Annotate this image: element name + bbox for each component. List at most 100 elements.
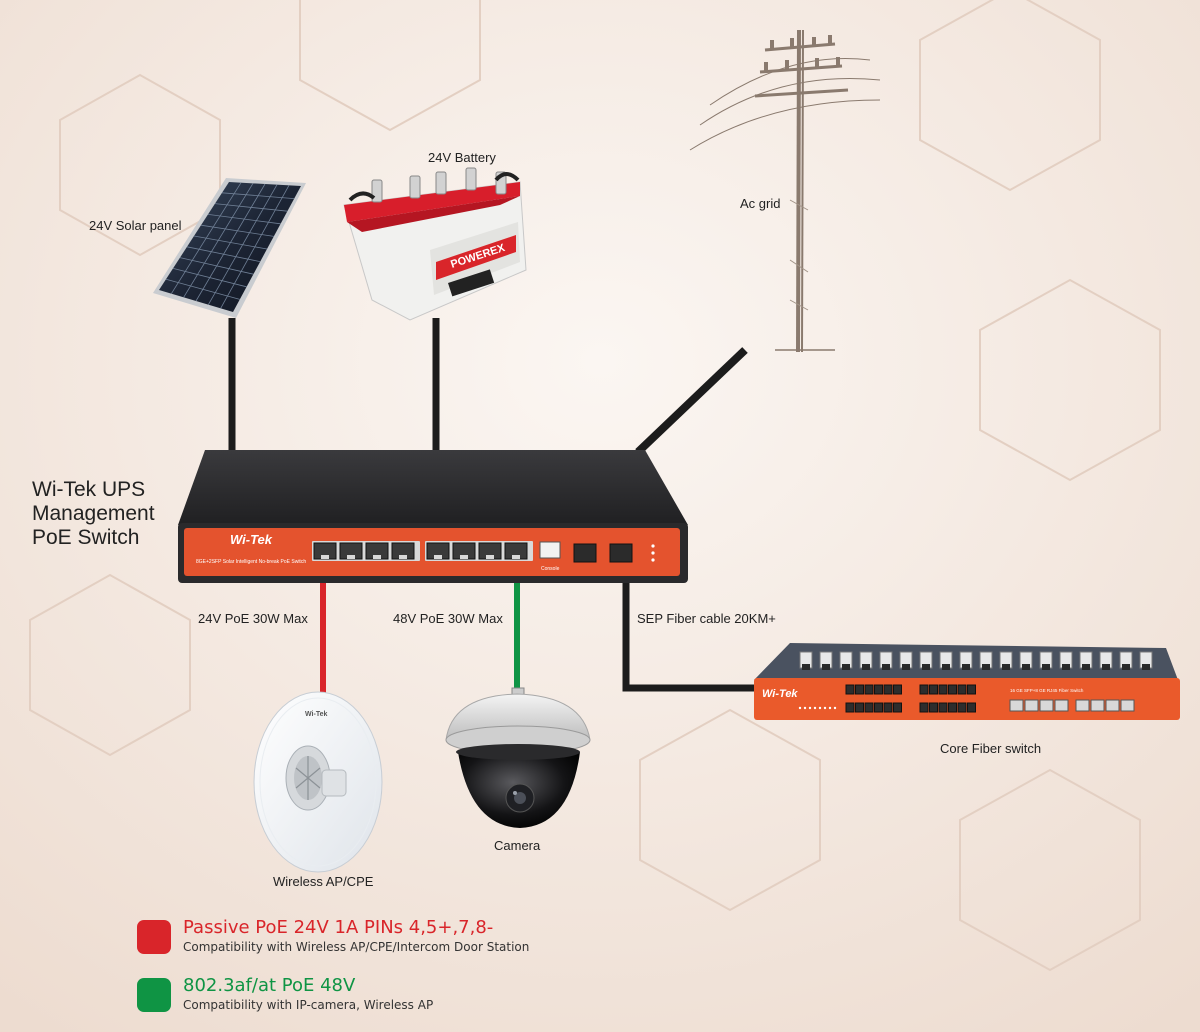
cables: [228, 318, 756, 695]
panel-grid-line: [165, 278, 240, 300]
status-led: [828, 706, 832, 710]
console-text: Console: [541, 566, 560, 572]
sfp-port: [893, 702, 902, 713]
sfp-module-base: [1122, 664, 1130, 670]
panel-grid-line: [214, 203, 288, 212]
sfp-module-base: [842, 664, 850, 670]
wireless-ap-label: Wireless AP/CPE: [273, 874, 374, 889]
core-fiber-switch: Wi-Tek 16 GE SFP+8 GE RJ45 Fiber Switch: [754, 643, 1180, 720]
legend-swatch-red: [137, 920, 171, 954]
port-latch: [399, 555, 407, 559]
poe-24v-label: 24V PoE 30W Max: [198, 611, 308, 626]
sfp-module-base: [1082, 664, 1090, 670]
sfp-module-base: [942, 664, 950, 670]
status-led: [833, 706, 837, 710]
ac-grid-cable: [635, 347, 748, 455]
sfp-port: [967, 702, 976, 713]
sfp-module-base: [1042, 664, 1050, 670]
sfp-module-base: [802, 664, 810, 670]
legend-swatch-green: [137, 978, 171, 1012]
sfp-port: [948, 684, 957, 695]
fiber-cable: [622, 562, 756, 692]
rj45-port: [1120, 699, 1135, 712]
switch-brand-text: Wi-Tek: [230, 532, 273, 547]
sfp-port: [957, 702, 967, 713]
sfp-module-base: [982, 664, 990, 670]
sfp-port: [938, 684, 948, 695]
sfp-port: [855, 702, 864, 713]
status-led: [803, 706, 807, 710]
sfp-port: [929, 702, 938, 713]
legend-subtitle: Compatibility with IP-camera, Wireless A…: [183, 998, 434, 1012]
port-latch: [512, 555, 520, 559]
sfp-port: [938, 702, 948, 713]
sfp-port: [883, 684, 893, 695]
camera-label: Camera: [494, 838, 541, 853]
diagram-title: Wi-Tek UPS Management PoE Switch: [32, 478, 155, 550]
sfp-module-base: [1022, 664, 1030, 670]
status-led: [808, 706, 812, 710]
sfp-port: [883, 702, 893, 713]
sfp-module-base: [1002, 664, 1010, 670]
fiber-cable-label: SEP Fiber cable 20KM+: [637, 611, 776, 626]
sfp-module-base: [1102, 664, 1110, 670]
battery-label: 24V Battery: [428, 150, 496, 165]
panel-grid-line: [179, 257, 254, 275]
rj45-port: [1105, 699, 1120, 712]
rj45-port: [1009, 699, 1024, 712]
ac-grid-label: Ac grid: [740, 196, 781, 211]
panel-grid-line: [207, 214, 281, 225]
sfp-module-base: [922, 664, 930, 670]
core-switch-label: Core Fiber switch: [940, 741, 1042, 756]
sfp-module-base: [902, 664, 910, 670]
sfp-port: [919, 702, 929, 713]
ap-brand-text: Wi-Tek: [305, 711, 327, 718]
rj45-port: [1054, 699, 1069, 712]
sfp-port: [948, 702, 957, 713]
battery: POWEREX: [343, 167, 527, 321]
port-latch: [434, 555, 442, 559]
dome-camera: [445, 687, 591, 828]
solar-panel: [153, 178, 306, 318]
rj45-port: [1024, 699, 1039, 712]
title-line-1: Wi-Tek UPS: [32, 478, 146, 501]
status-led: [823, 706, 827, 710]
poe-switch: Wi-Tek 8GE+2SFP Solar Intelligent No-bre…: [178, 450, 688, 583]
panel-grid-line: [221, 192, 295, 199]
core-model-text: 16 GE SFP+8 GE RJ45 Fiber Switch: [1010, 688, 1084, 693]
status-led: [813, 706, 817, 710]
sfp-port: [919, 684, 929, 695]
sfp-port: [845, 684, 855, 695]
rj45-port: [1039, 699, 1054, 712]
sfp-port: [893, 684, 902, 695]
sfp-port: [864, 702, 874, 713]
wireless-ap: Wi-Tek: [253, 691, 383, 873]
legend-subtitle: Compatibility with Wireless AP/CPE/Inter…: [183, 940, 530, 954]
sfp-port: [929, 684, 938, 695]
rj45-port: [1075, 699, 1090, 712]
utility-pole: [689, 29, 881, 353]
sfp-port: [957, 684, 967, 695]
status-led: [798, 706, 802, 710]
sfp-port: [967, 684, 976, 695]
poe-48v-label: 48V PoE 30W Max: [393, 611, 503, 626]
legend-title: Passive PoE 24V 1A PINs 4,5+,7,8-: [183, 917, 494, 938]
port-latch: [321, 555, 329, 559]
hexagon-pattern: [29, 0, 1161, 972]
sfp-module-base: [962, 664, 970, 670]
port-latch: [486, 555, 494, 559]
sfp-module-base: [1142, 664, 1150, 670]
switch-model-text: 8GE+2SFP Solar Intelligent No-break PoE …: [196, 559, 306, 565]
port-latch: [460, 555, 468, 559]
status-led: [818, 706, 822, 710]
sfp-module-base: [882, 664, 890, 670]
sfp-module-base: [862, 664, 870, 670]
panel-grid-line: [193, 235, 268, 250]
sfp-port: [855, 684, 864, 695]
port-latch: [347, 555, 355, 559]
core-brand-text: Wi-Tek: [762, 688, 798, 700]
panel-grid-line: [186, 246, 261, 262]
switch-ports: [312, 541, 533, 561]
